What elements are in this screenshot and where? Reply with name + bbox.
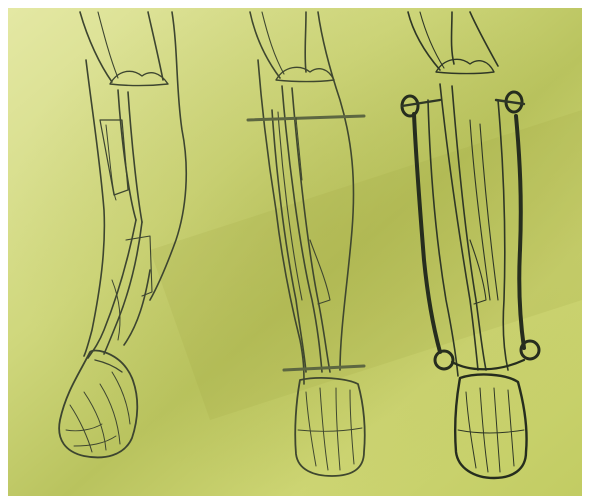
photo-frame — [0, 0, 589, 502]
leg-drawings-photo — [0, 0, 589, 502]
